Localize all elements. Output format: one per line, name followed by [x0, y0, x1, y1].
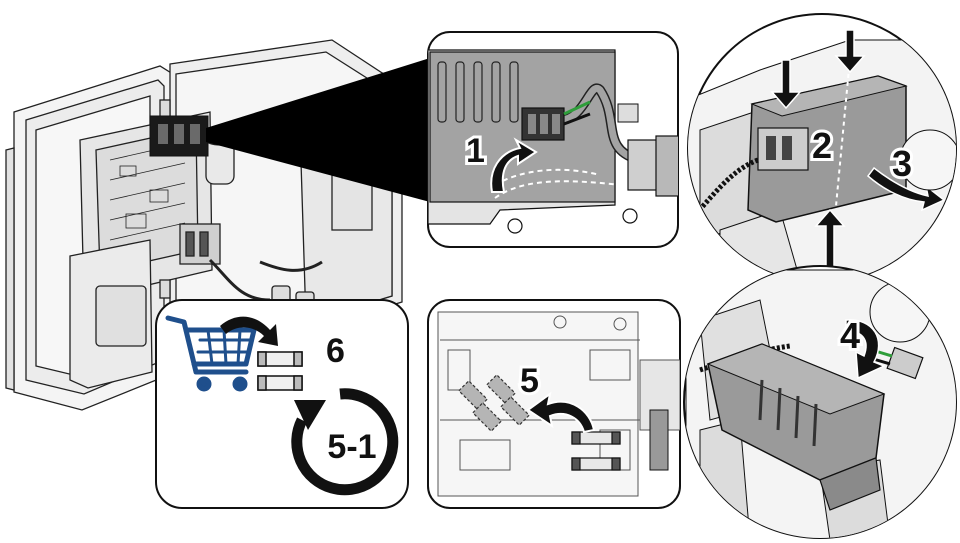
panel-step-6: 6 5-1	[156, 300, 408, 508]
fuse-icon	[258, 376, 302, 390]
step-6-number: 6	[326, 332, 345, 370]
panel-step-2-3: 2 3	[686, 14, 960, 282]
panel-step-4: 4	[684, 266, 960, 540]
fuse-icon	[258, 352, 302, 366]
highlighted-connector	[150, 116, 208, 156]
step-1-number: 1	[466, 132, 485, 170]
step-2-number: 2	[812, 125, 832, 166]
step-4-number: 4	[840, 315, 860, 356]
panel-step-5: 5	[428, 300, 680, 508]
repeat-label: 5-1	[327, 428, 376, 466]
step-5-number: 5	[520, 362, 539, 400]
panel-step-1: 1	[428, 32, 682, 247]
step-3-number: 3	[892, 143, 912, 184]
